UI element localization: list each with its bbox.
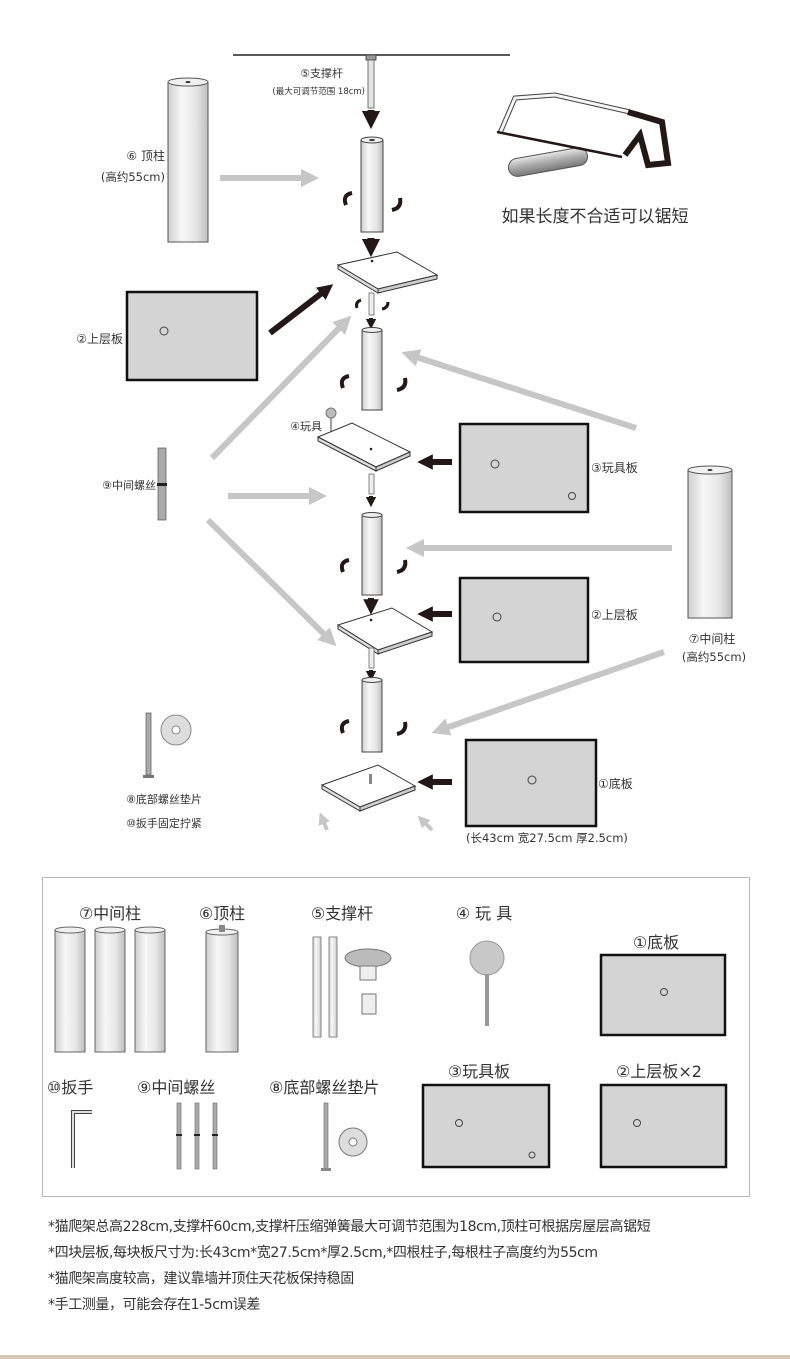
note-line: *猫爬架高度较高，建议靠墙并顶住天花板保持稳固 (48, 1271, 354, 1287)
rotate-arrow-icon (391, 197, 403, 212)
parts-support-rod-label: ⑤支撑杆 (311, 904, 373, 923)
top-column-note: (高约55cm) (101, 170, 165, 184)
parts-middle-screw-label: ⑨中间螺丝 (137, 1078, 215, 1097)
top-column-part (167, 77, 209, 243)
middle-screw-installed (368, 647, 375, 669)
saw-hint: 如果长度不合适可以锯短 (502, 207, 689, 227)
hacksaw-icon (496, 92, 672, 177)
note-line: *四块层板,每块板尺寸为:长43cm*宽27.5cm*厚2.5cm,*四根柱子,… (48, 1245, 598, 1261)
parts-upper-board-label: ②上层板×2 (616, 1062, 702, 1081)
support-rod-label: ⑤支撑杆 (300, 66, 343, 80)
parts-base-board-label: ①底板 (633, 933, 679, 952)
rotate-arrow-icon (342, 191, 353, 206)
base-board-flat (464, 738, 598, 828)
parts-toy-board (421, 1083, 551, 1169)
middle-column-label: ⑦中间柱 (689, 631, 736, 646)
notes-section: *猫爬架总高228cm,支撑杆60cm,支撑杆压缩弹簧最大可调节范围为18cm,… (48, 1214, 768, 1318)
base-board-dims: (长43cm 宽27.5cm 厚2.5cm) (466, 831, 628, 845)
rotate-arrow-icon (396, 559, 408, 574)
support-rod (367, 59, 375, 109)
parts-upper-board (599, 1083, 728, 1169)
support-rod-cap (365, 54, 377, 61)
gray-arrow-icon (318, 812, 330, 831)
middle-column-part (687, 465, 733, 619)
parts-top-column-label: ⑥顶柱 (199, 904, 245, 923)
rotate-arrow-icon (355, 298, 362, 309)
rotate-arrow-icon (381, 301, 390, 311)
parts-middle-columns (54, 926, 166, 1053)
parts-support-rod (312, 936, 392, 1038)
parts-list-box (42, 877, 750, 1197)
top-column-installed (360, 136, 384, 233)
toy-board-label: ③玩具板 (591, 461, 638, 475)
base-board-label: ①底板 (598, 776, 633, 791)
parts-middle-screws (176, 1102, 218, 1170)
parts-toy (469, 940, 505, 1026)
parts-middle-column-label: ⑦中间柱 (79, 904, 141, 923)
gray-arrow-icon (209, 315, 352, 461)
parts-toy-board-label: ③玩具板 (448, 1062, 510, 1081)
upper-board-label-1: ②上层板 (76, 332, 123, 346)
gray-arrow-icon (417, 815, 434, 832)
middle-screw-installed (368, 292, 375, 316)
base-board-3d (320, 764, 417, 812)
middle-column-note: (高约55cm) (682, 650, 746, 664)
bottom-screw-washer-label: ⑧底部螺丝垫片 (126, 792, 202, 806)
parts-wrench-label: ⑩扳手 (47, 1078, 93, 1097)
middle-screw-label: ⑨中间螺丝 (102, 479, 156, 492)
gray-arrow-icon (401, 349, 637, 431)
note-line: *手工测量，可能会存在1-5cm误差 (48, 1297, 261, 1313)
parts-top-column (205, 925, 239, 1053)
upper-board-3d-2 (336, 607, 434, 655)
middle-column-installed-1 (361, 327, 383, 411)
parts-wrench (71, 1110, 92, 1168)
wrench-tighten-label: ⑩扳手固定拧紧 (126, 816, 202, 830)
parts-toy-label: ④ 玩 具 (456, 904, 513, 923)
gray-arrow-icon (431, 649, 665, 736)
middle-column-installed-3 (361, 677, 383, 753)
note-line: *猫爬架总高228cm,支撑杆60cm,支撑杆压缩弹簧最大可调节范围为18cm,… (48, 1219, 651, 1235)
upper-board-flat-2 (458, 576, 590, 664)
parts-bottom-screw-washer (321, 1102, 368, 1171)
middle-column-installed-2 (361, 512, 383, 596)
rotate-arrow-icon (396, 377, 408, 392)
rotate-arrow-icon (339, 374, 350, 389)
bottom-screw-part (145, 712, 152, 776)
toy-board-flat (458, 422, 590, 514)
rotate-arrow-icon (339, 719, 350, 734)
rotate-arrow-icon (339, 558, 350, 573)
upper-board-flat-1 (125, 290, 259, 382)
top-column-label: ⑥ 顶柱 (126, 148, 165, 163)
footer-bar (0, 1355, 790, 1359)
toy-label: ④玩具 (290, 420, 322, 433)
rotate-arrow-icon (396, 721, 408, 736)
dark-arrow-icon (268, 284, 334, 336)
support-rod-note: (最大可调节范围 18cm) (272, 86, 365, 97)
gray-arrow-icon (205, 517, 337, 647)
parts-bottom-screw-washer-label: ⑧底部螺丝垫片 (269, 1078, 379, 1097)
upper-board-label-2: ②上层板 (591, 608, 638, 622)
toy-board-3d (316, 422, 412, 472)
middle-screw-installed (368, 473, 375, 495)
upper-board-3d-1 (336, 251, 439, 294)
washer-part (171, 725, 181, 735)
